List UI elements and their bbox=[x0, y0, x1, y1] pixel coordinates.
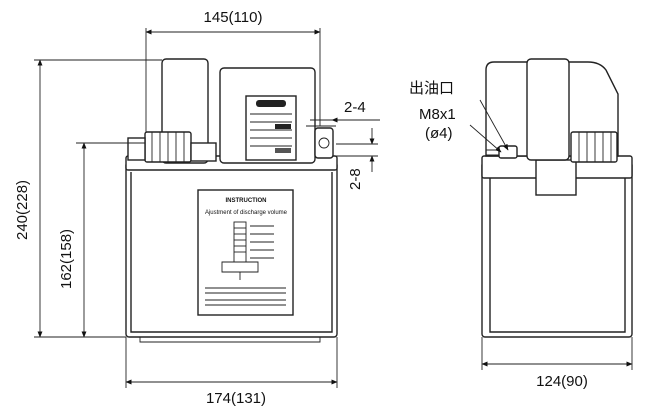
outlet-label: 出油口 bbox=[409, 79, 454, 97]
instruction-subtitle: Ajustment of discharge volume bbox=[205, 210, 288, 216]
clearance-b-label: 2-8 bbox=[347, 168, 364, 190]
cap-bracket bbox=[190, 142, 217, 162]
outlet-thread: M8x1 bbox=[419, 106, 456, 123]
adjustment-screw-diagram bbox=[221, 221, 274, 280]
side-pump-housing bbox=[526, 58, 570, 161]
base-width-label: 174(131) bbox=[206, 390, 266, 407]
dim-body-height: 162(158) bbox=[58, 142, 145, 338]
outlet-callout: 出油口 M8x1 (ø4) bbox=[409, 79, 509, 153]
dim-clearance-a: 2-4 bbox=[306, 99, 380, 127]
dim-clearance-b: 2-8 bbox=[336, 128, 378, 190]
side-latch bbox=[535, 159, 577, 196]
front-view: INSTRUCTION Ajustment of discharge volum… bbox=[125, 58, 338, 343]
base-foot bbox=[139, 337, 321, 343]
side-reservoir-inner bbox=[489, 172, 626, 333]
nameplate-rows bbox=[250, 113, 292, 153]
dim-side-width: 124(90) bbox=[481, 337, 633, 390]
nameplate-logo bbox=[256, 100, 286, 107]
instruction-plate bbox=[197, 189, 294, 316]
outlet-fitting bbox=[314, 127, 334, 159]
instruction-notes bbox=[205, 287, 286, 306]
side-view bbox=[481, 58, 633, 338]
dim-base-width: 174(131) bbox=[125, 337, 338, 407]
side-outlet bbox=[498, 145, 518, 159]
instruction-title: INSTRUCTION bbox=[226, 198, 267, 204]
cap-side bbox=[127, 137, 146, 161]
side-filler-cap bbox=[570, 131, 618, 163]
reservoir-inner-edge bbox=[130, 172, 333, 333]
dim-top-width: 145(110) bbox=[145, 9, 321, 132]
top-width-label: 145(110) bbox=[204, 9, 263, 26]
total-height-label: 240(228) bbox=[14, 180, 31, 240]
side-width-label: 124(90) bbox=[536, 373, 588, 390]
outlet-diameter: (ø4) bbox=[425, 125, 453, 142]
body-height-label: 162(158) bbox=[58, 229, 75, 289]
clearance-a-label: 2-4 bbox=[344, 99, 366, 116]
